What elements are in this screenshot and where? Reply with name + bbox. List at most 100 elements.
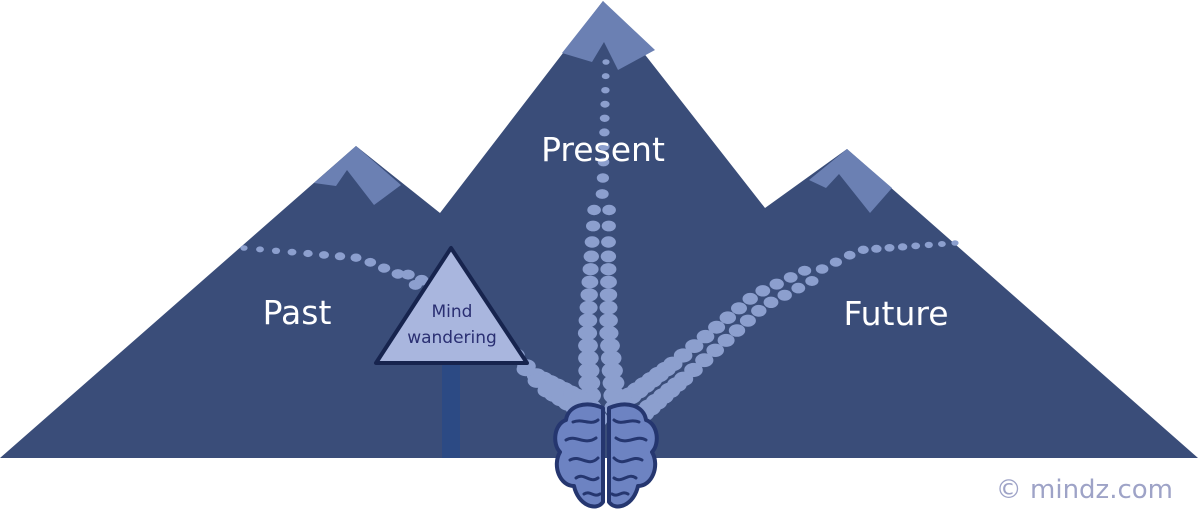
stepping-stone <box>256 246 264 253</box>
stepping-stone <box>596 173 610 183</box>
stepping-stone <box>578 338 598 354</box>
stepping-stone <box>696 329 715 344</box>
stepping-stone <box>391 269 405 279</box>
stepping-stone <box>717 333 735 347</box>
stepping-stone <box>599 288 618 302</box>
stepping-stone <box>599 313 618 328</box>
stepping-stone <box>271 247 281 254</box>
stepping-stone <box>287 248 297 256</box>
stepping-stone <box>601 236 616 248</box>
label-past: Past <box>263 293 332 332</box>
snow-cap-present <box>562 1 655 70</box>
stepping-stone <box>742 292 758 305</box>
stepping-stone <box>586 220 601 232</box>
stepping-stone <box>815 264 829 274</box>
stepping-stone <box>578 350 599 366</box>
stepping-stone <box>911 242 921 250</box>
stepping-stone <box>516 362 535 377</box>
stepping-stone <box>600 263 617 276</box>
stepping-stone <box>777 289 792 301</box>
stepping-stone <box>595 189 609 199</box>
stepping-stone <box>364 257 377 267</box>
watermark-text: © mindz.com <box>996 475 1173 505</box>
stepping-stone <box>600 100 610 108</box>
stepping-stone <box>401 269 415 280</box>
stepping-stone <box>673 348 693 363</box>
label-present: Present <box>541 130 665 169</box>
stepping-stone <box>685 339 704 353</box>
stepping-stone <box>884 244 895 252</box>
stepping-stone <box>537 383 557 398</box>
stepping-stone <box>600 250 617 263</box>
stepping-stone <box>938 241 946 247</box>
stepping-stone <box>577 325 598 341</box>
stepping-stone <box>527 373 547 388</box>
stepping-stone <box>798 265 812 276</box>
stepping-stone <box>584 236 600 248</box>
stepping-stone <box>708 320 726 334</box>
stepping-stone <box>598 142 610 151</box>
stepping-stone <box>684 362 703 378</box>
stepping-stone <box>303 249 313 258</box>
stepping-stone <box>580 288 598 302</box>
stepping-stone <box>602 59 610 65</box>
stepping-stone <box>857 245 869 254</box>
sign-text-mind: Mind <box>432 302 473 322</box>
stepping-stone <box>871 244 882 253</box>
stepping-stone <box>601 87 610 94</box>
stepping-stone <box>578 362 600 379</box>
stepping-stone <box>599 325 619 341</box>
stepping-stone <box>602 204 616 216</box>
stepping-stone <box>582 263 599 276</box>
stepping-stone <box>587 204 601 216</box>
stepping-stone <box>601 73 610 80</box>
stepping-stone <box>728 324 746 337</box>
mind-wandering-sign <box>374 246 529 365</box>
stepping-stone <box>769 278 784 290</box>
label-future: Future <box>843 294 948 333</box>
stepping-stone <box>924 241 933 249</box>
stepping-stone <box>739 314 756 327</box>
stepping-stone <box>240 245 248 251</box>
stepping-stone <box>602 374 625 392</box>
mountain-range <box>0 1 1198 458</box>
stepping-stone <box>599 300 618 315</box>
stepping-stone <box>600 275 617 289</box>
stepping-stone <box>408 279 422 290</box>
stepping-stone <box>579 300 598 315</box>
stepping-stone <box>597 157 610 167</box>
stepping-stone <box>350 253 362 262</box>
stepping-stone <box>581 275 599 289</box>
stepping-stone <box>791 282 806 294</box>
stepping-stone <box>319 251 329 259</box>
stepping-stone <box>600 338 620 354</box>
stepping-stone <box>751 304 767 317</box>
snow-cap-future <box>809 149 892 213</box>
stepping-stone <box>695 353 714 368</box>
stepping-stone <box>599 128 610 137</box>
stepping-stone <box>583 250 599 263</box>
stepping-stone <box>599 114 610 123</box>
sign-post <box>442 360 460 458</box>
stepping-stone <box>334 252 346 261</box>
brain-icon <box>553 402 659 509</box>
stepping-stone <box>897 243 908 251</box>
stepping-stone <box>731 302 747 315</box>
stepping-stone <box>578 313 598 328</box>
stepping-stone <box>706 343 724 357</box>
stepping-stone <box>578 374 601 392</box>
stepping-stone <box>378 263 391 273</box>
sign-text-wandering: wandering <box>407 328 497 348</box>
snow-cap-past <box>314 146 401 205</box>
stepping-stone <box>600 350 622 366</box>
stepping-stone <box>829 257 843 267</box>
stepping-stone <box>843 250 856 260</box>
stepping-stone <box>951 240 959 246</box>
stepping-stone <box>755 285 771 297</box>
stepping-stone <box>763 296 779 308</box>
stepping-stone <box>783 272 798 283</box>
stepping-stone <box>601 220 616 232</box>
stepping-stone <box>719 311 736 325</box>
stepping-stone <box>601 362 623 379</box>
